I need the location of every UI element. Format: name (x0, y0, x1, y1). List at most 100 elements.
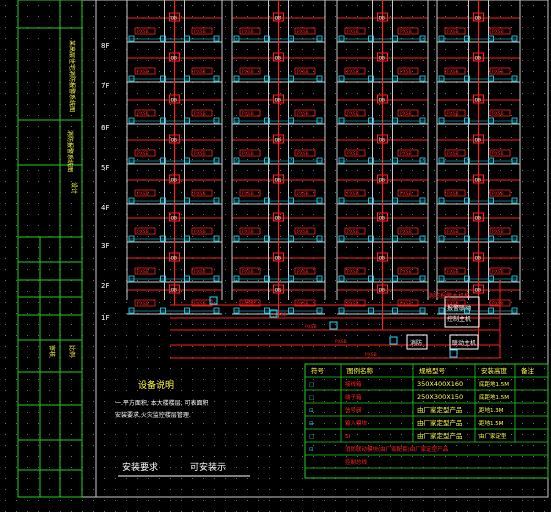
floor-label: 1F (101, 314, 109, 322)
db-node (169, 52, 180, 62)
panel-box (344, 27, 366, 35)
db-node-label: DB (275, 256, 281, 261)
panel-box (489, 109, 511, 117)
panel-box (134, 149, 156, 157)
panel-label: PXSB (492, 229, 504, 235)
panel-box (344, 267, 366, 275)
panel-box (489, 227, 511, 235)
collector-bus-label: PXSB (245, 299, 257, 305)
panel-box (191, 299, 213, 307)
device-icon (160, 117, 166, 124)
device-icon (464, 35, 470, 42)
device-icon (438, 35, 445, 42)
panel-label: PXSB (400, 29, 412, 35)
title-project: 某高层住宅消防报警系统图 (68, 40, 76, 112)
panel-box (134, 227, 156, 235)
db-node (273, 252, 284, 262)
panel-box (344, 299, 366, 307)
panel-box (444, 27, 466, 35)
device-icon (160, 197, 166, 204)
panel-box (294, 67, 316, 75)
device-icon (511, 75, 518, 82)
db-node (169, 212, 180, 222)
device-icon (233, 307, 240, 314)
panel-box (294, 267, 316, 275)
device-icon (464, 75, 470, 82)
panel-box (397, 227, 419, 235)
db-node-label: DB (379, 138, 385, 143)
device-icon (160, 235, 166, 242)
db-node-label: DB (475, 56, 481, 61)
db-node (377, 94, 388, 104)
panel-box (239, 149, 261, 157)
equipment: 报警联动 控制主机 消防报警主机柜 消防 联动主机 (406, 292, 480, 350)
panel-box (444, 267, 466, 275)
collector-bus-label: PXSB (365, 352, 377, 358)
notes-footer-left: 安装要求 (122, 461, 158, 473)
panel-label: PXSB (242, 69, 254, 75)
db-node-label: DB (379, 56, 385, 61)
db-node (273, 52, 284, 62)
floor-label: 5F (101, 164, 109, 172)
legend-cell: □ (309, 395, 314, 401)
device-icon (233, 275, 240, 282)
notes-title: 设备说明 (138, 379, 174, 391)
panel-label: PXSB (194, 111, 206, 117)
panel-box (134, 189, 156, 197)
panel-label: PXSB (447, 301, 459, 307)
db-node (169, 134, 180, 144)
panel-label: PXSB (194, 151, 206, 157)
db-node-label: DB (171, 138, 177, 143)
panel-label: PXSB (137, 301, 149, 307)
db-node (377, 284, 388, 294)
panel-box (397, 267, 419, 275)
device-icon (511, 35, 518, 42)
device-icon (419, 75, 426, 82)
panel-box (191, 27, 213, 35)
device-icon (213, 307, 220, 314)
panel-label: PXSB (297, 69, 309, 75)
legend-cell: 350X400X160 (417, 380, 463, 388)
panel-label: PXSB (347, 301, 359, 307)
db-node-label: DB (475, 98, 481, 103)
device-icon (419, 307, 426, 314)
panel-label: PXSB (137, 269, 149, 275)
panel-label: PXSB (194, 29, 206, 35)
notes-line1: 一.平方面积, 本大楼楼层, 可表面积 (115, 399, 209, 407)
panel-label: PXSB (194, 269, 206, 275)
db-node (377, 12, 388, 22)
device-icon (264, 275, 270, 282)
db-node-label: DB (171, 98, 177, 103)
device-icon (488, 157, 494, 164)
panel-box (134, 267, 156, 275)
device-icon (128, 117, 135, 124)
device-icon (128, 197, 135, 204)
notes-line2: 安装要求,火灾监控楼层管理. (115, 411, 191, 419)
device-icon (184, 75, 190, 82)
device-icon (160, 75, 166, 82)
panel-box (444, 67, 466, 75)
db-node (473, 134, 484, 144)
panel-label: PXSB (297, 29, 309, 35)
panel-box (239, 67, 261, 75)
panel-label: PXSB (447, 191, 459, 197)
host-cabinet-label: 消防报警主机柜 (428, 292, 470, 300)
device-icon (338, 307, 345, 314)
db-node-label: DB (171, 216, 177, 221)
panel-box (344, 67, 366, 75)
panel-box (344, 109, 366, 117)
panel-label: PXSB (242, 191, 254, 197)
title-scale: 比例 (68, 345, 76, 357)
legend-cell: 距地1.3M (479, 406, 504, 414)
panel-label: PXSB (194, 69, 206, 75)
panel-box (444, 149, 466, 157)
db-node (473, 212, 484, 222)
legend-cell: 端子箱 (345, 393, 362, 401)
db-node-label: DB (171, 178, 177, 183)
device-icon (338, 117, 345, 124)
db-node-label: DB (171, 16, 177, 21)
device-icon (288, 75, 294, 82)
device-icon (488, 235, 494, 242)
device-icon (511, 275, 518, 282)
